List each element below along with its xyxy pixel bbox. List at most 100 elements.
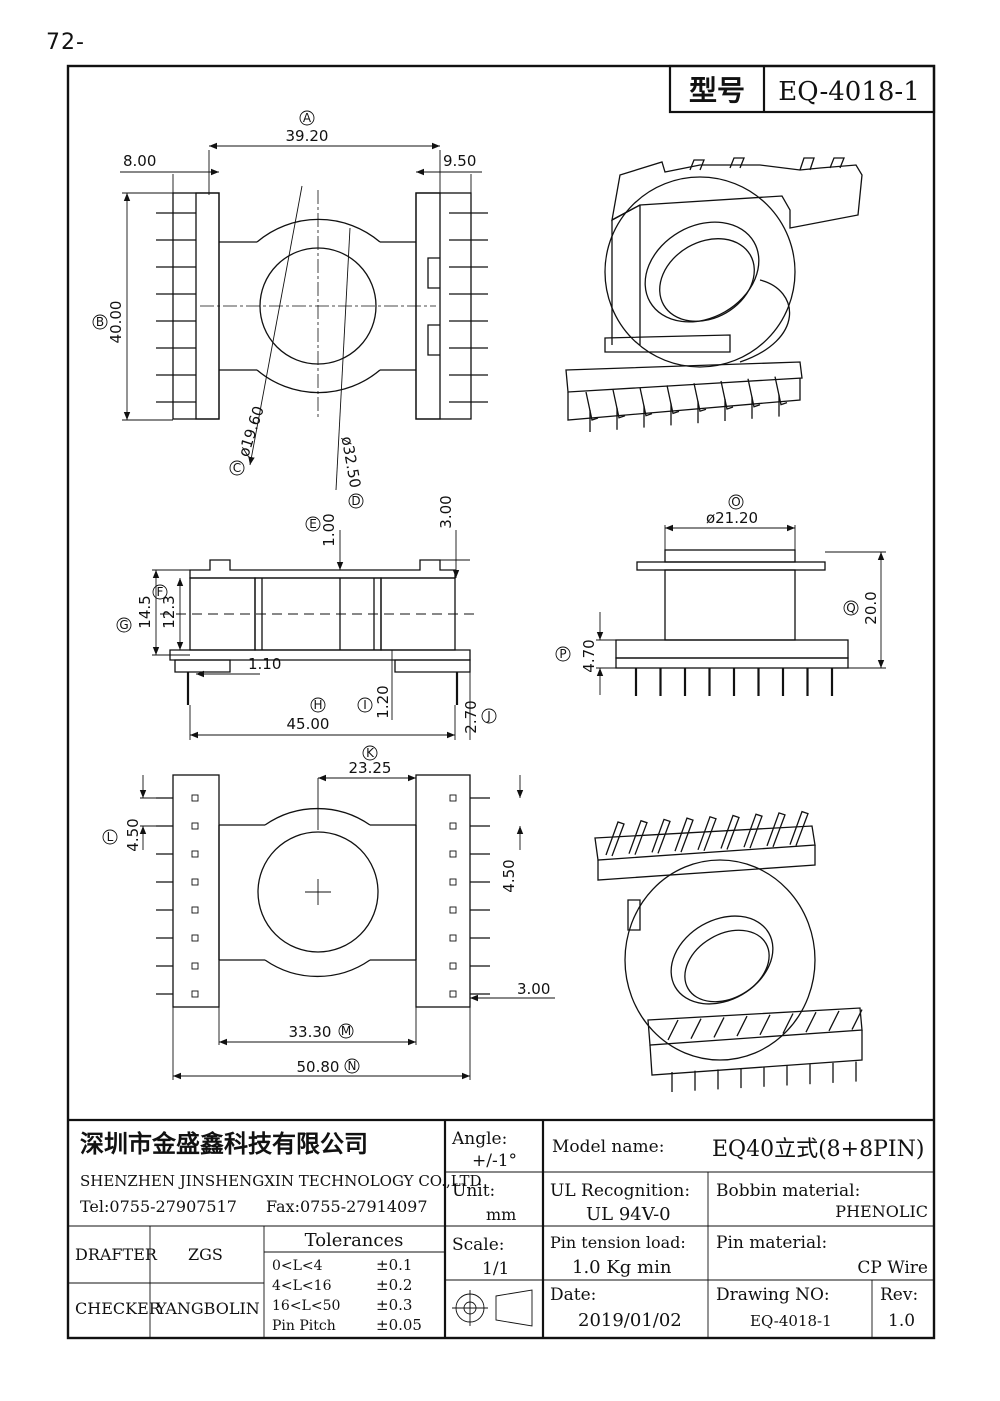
dim-f: 12.3: [160, 595, 178, 628]
pin: [690, 1018, 702, 1039]
pin: [766, 812, 786, 848]
pin-hole: [449, 822, 457, 830]
drafter-label: DRAFTER: [75, 1245, 158, 1264]
model-name-label: Model name:: [552, 1137, 664, 1157]
bobbin-value: PHENOLIC: [835, 1202, 928, 1221]
pin-hole: [449, 906, 457, 914]
dim-q: 20.0: [862, 591, 880, 624]
pin: [713, 1017, 725, 1038]
dim-tag-o: O: [731, 495, 740, 509]
bottom-view: 23.25 K 4.50 L 4.50 3.00 33.30 M 50.80 N: [102, 745, 555, 1080]
pin-hole: [449, 962, 457, 970]
tolerance-range: 0<L<4: [272, 1258, 323, 1274]
tolerances-label: Tolerances: [305, 1230, 404, 1251]
pin: [639, 387, 653, 417]
dim-bottom-pitch-right: 4.50: [500, 859, 518, 892]
dim-tag-n: N: [348, 1059, 357, 1073]
pin-hole: [449, 794, 457, 802]
pin-hole: [191, 962, 199, 970]
pin: [666, 385, 680, 415]
rev-label: Rev:: [880, 1285, 918, 1305]
company-en: SHENZHEN JINSHENGXIN TECHNOLOGY CO.,LTD: [80, 1172, 482, 1190]
checker-label: CHECKER: [75, 1299, 162, 1318]
pin-hole: [191, 906, 199, 914]
angle-label: Angle:: [451, 1129, 507, 1149]
dim-h: 45.00: [287, 715, 330, 733]
dim-tag-f: F: [157, 585, 164, 599]
dim-j: 2.70: [462, 700, 480, 733]
model-label: 型号: [689, 74, 745, 107]
rev-value: 1.0: [888, 1311, 915, 1331]
iso-view-bottom: [594, 810, 863, 1092]
model-value: EQ-4018-1: [778, 77, 920, 107]
dim-l: 4.50: [124, 818, 142, 851]
pin: [774, 376, 788, 406]
dim-side-pin: 1.10: [248, 655, 281, 673]
dim-tag-q: Q: [846, 601, 855, 615]
dim-g: 14.5: [136, 595, 154, 628]
company-cn: 深圳市金盛鑫科技有限公司: [80, 1129, 368, 1158]
tolerance-value: ±0.1: [376, 1256, 412, 1274]
dim-n: 50.80: [297, 1058, 340, 1076]
pin: [674, 817, 694, 853]
pin-material-value: CP Wire: [857, 1258, 928, 1278]
date-value: 2019/01/02: [578, 1310, 682, 1331]
title-block: 深圳市金盛鑫科技有限公司 SHENZHEN JINSHENGXIN TECHNO…: [68, 1118, 934, 1338]
bobbin-label: Bobbin material:: [716, 1181, 860, 1201]
pin: [759, 1014, 771, 1036]
pin: [720, 380, 734, 410]
dim-e: 1.00: [320, 513, 338, 546]
tolerance-value: ±0.05: [376, 1316, 422, 1334]
top-view: A 39.20 8.00 9.50 40.00 B ø19.60 C ø32.5…: [92, 110, 488, 509]
dim-tag-a: A: [303, 111, 312, 125]
dim-tag-d: D: [351, 494, 360, 508]
dim-tag-l: L: [107, 830, 114, 844]
pin: [612, 389, 626, 419]
front-view: ø21.20 O 20.0 Q 4.70 P: [555, 494, 886, 696]
corner-mark: 72-: [46, 30, 85, 55]
unit-value: mm: [486, 1205, 516, 1224]
dim-top-right: 9.50: [443, 152, 476, 170]
pin-tension-value: 1.0 Kg min: [572, 1257, 672, 1278]
angle-value: +/-1°: [472, 1151, 517, 1171]
dim-tag-b: B: [96, 315, 104, 329]
pin: [693, 383, 707, 413]
pin-hole: [191, 990, 199, 998]
dim-tag-e: E: [309, 517, 317, 531]
pin-hole: [449, 878, 457, 886]
tolerance-range: 16<L<50: [272, 1298, 340, 1314]
unit-label: Unit:: [452, 1181, 495, 1201]
drawing-no-label: Drawing NO:: [716, 1285, 830, 1305]
pin-hole: [191, 934, 199, 942]
drafter-value: ZGS: [188, 1245, 223, 1264]
dim-k: 23.25: [349, 759, 392, 777]
dim-tag-g: G: [119, 618, 128, 632]
scale-label: Scale:: [452, 1235, 505, 1255]
dim-m: 33.30: [289, 1023, 332, 1041]
side-view: 45.00 H 14.5 12.3 G F 1.00 E 3.00 1.10 1…: [116, 495, 497, 740]
date-label: Date:: [550, 1285, 596, 1305]
tolerance-value: ±0.2: [376, 1276, 412, 1294]
scale-value: 1/1: [482, 1259, 509, 1279]
pin-hole: [191, 850, 199, 858]
pin: [851, 1009, 863, 1030]
dim-tag-p: P: [559, 647, 566, 661]
pin: [743, 813, 763, 849]
tolerance-range: Pin Pitch: [272, 1318, 336, 1334]
drawing-no-value: EQ-4018-1: [750, 1312, 832, 1330]
pin-hole: [191, 822, 199, 830]
pin-hole: [449, 990, 457, 998]
pin: [805, 1011, 817, 1033]
pin: [585, 391, 599, 421]
header-model-box: 型号 EQ-4018-1: [668, 64, 936, 114]
ul-value: UL 94V-0: [586, 1204, 671, 1225]
dim-tag-c: C: [233, 461, 241, 475]
dim-tag-m: M: [341, 1024, 351, 1038]
pin: [736, 1015, 748, 1037]
dim-tag-k: K: [366, 746, 375, 760]
pin: [667, 1019, 679, 1041]
drawing-frame: [66, 64, 936, 1340]
dim-bottom-pin-right: 3.00: [517, 980, 550, 998]
pin-hole: [449, 934, 457, 942]
